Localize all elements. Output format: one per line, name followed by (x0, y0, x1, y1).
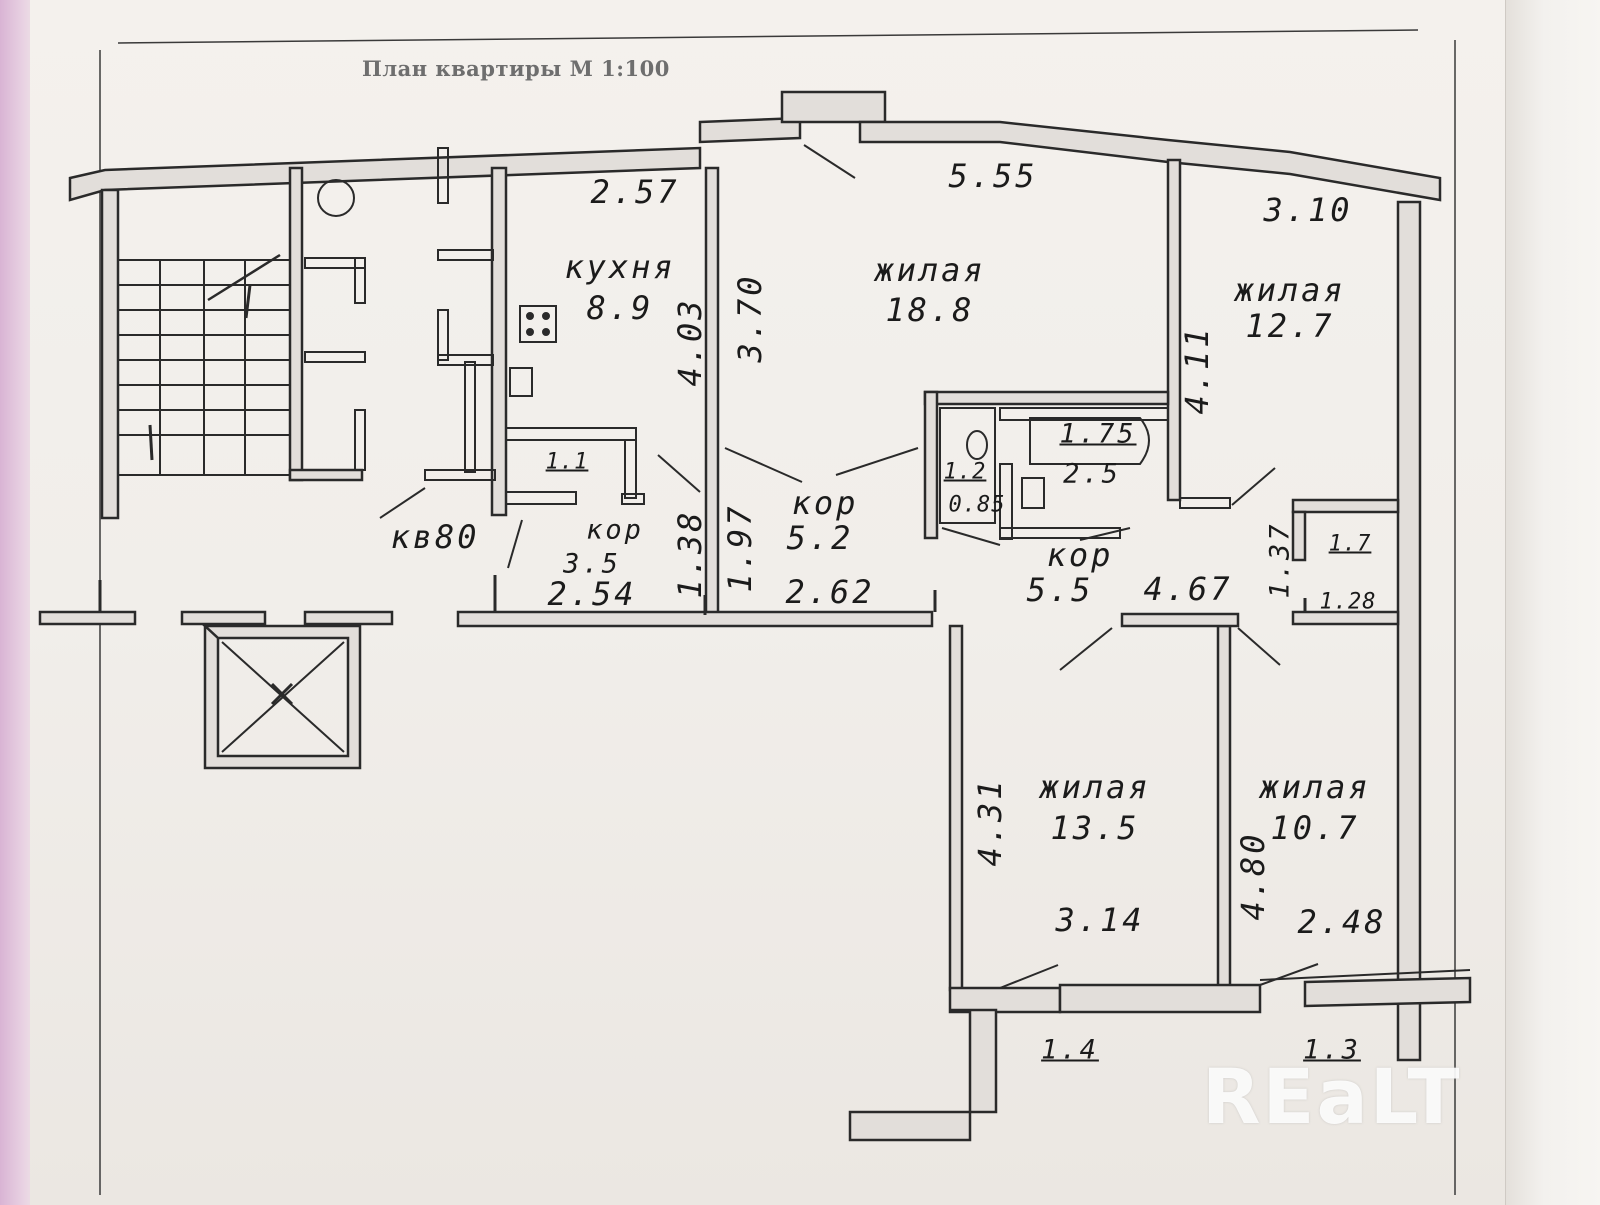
area-pantry: 1.1 (545, 449, 589, 475)
dim-living-3-width: 3.14 (1055, 901, 1145, 939)
room-name-living-4: жилая (1259, 768, 1371, 806)
dim-living-2-length: 4.11 (1178, 325, 1216, 415)
area-bath: 2.5 (1063, 458, 1121, 490)
room-area-living-3: 13.5 (1050, 809, 1140, 847)
area-wc-right: 1.7 (1328, 531, 1372, 557)
room-name-corridor-2: кор (586, 514, 644, 546)
room-area-corridor-2: 3.5 (563, 548, 621, 580)
area-wc-right-width: 1.28 (1319, 589, 1377, 615)
dim-living-4-length: 4.80 (1234, 831, 1272, 921)
room-area-corridor-3: 5.5 (1026, 571, 1094, 609)
plan-title: План квартиры М 1:100 (362, 56, 670, 81)
room-area-kitchen: 8.9 (586, 289, 654, 327)
room-area-living-2: 12.7 (1245, 307, 1335, 345)
dim-wc-right-length: 1.37 (1264, 521, 1296, 599)
dim-living-2-width: 3.10 (1263, 191, 1353, 229)
room-name-corridor-3: кор (1046, 536, 1114, 574)
dim-living-4-width: 2.48 (1297, 903, 1387, 941)
dim-kitchen-length: 4.03 (671, 297, 709, 387)
sheet-edge-right (1505, 0, 1600, 1205)
area-bath-length: 1.75 (1059, 418, 1137, 450)
plan-sheet (30, 0, 1510, 1205)
dim-corridor-2-width: 2.54 (547, 575, 637, 613)
dim-corridor-2-length: 1.38 (671, 509, 709, 599)
room-name-living-2: жилая (1234, 271, 1346, 309)
dim-corridor-1-length: 1.97 (721, 503, 759, 593)
room-name-kitchen: кухня (564, 248, 676, 286)
area-balcony-1: 1.4 (1041, 1034, 1099, 1066)
room-name-living-1: жилая (874, 251, 986, 289)
dim-living-3-length: 4.31 (971, 777, 1009, 867)
dim-living-1-width: 5.55 (948, 157, 1038, 195)
realt-watermark-logo: REaLT (1202, 1052, 1462, 1141)
dim-corridor-1-width: 2.62 (785, 573, 875, 611)
area-bath-niche: 0.85 (948, 492, 1006, 518)
dim-corridor-3-width: 4.67 (1143, 570, 1233, 608)
room-name-living-3: жилая (1039, 768, 1151, 806)
dim-kitchen-width: 2.57 (590, 173, 680, 211)
area-wc: 1.2 (943, 459, 987, 485)
dim-living-1-length: 3.70 (731, 273, 769, 363)
room-area-living-4: 10.7 (1270, 809, 1360, 847)
room-name-corridor-1: кор (791, 484, 859, 522)
area-balcony-2: 1.3 (1303, 1034, 1361, 1066)
room-area-corridor-1: 5.2 (786, 519, 854, 557)
room-area-living-1: 18.8 (885, 291, 975, 329)
apartment-number: кв80 (390, 518, 480, 556)
